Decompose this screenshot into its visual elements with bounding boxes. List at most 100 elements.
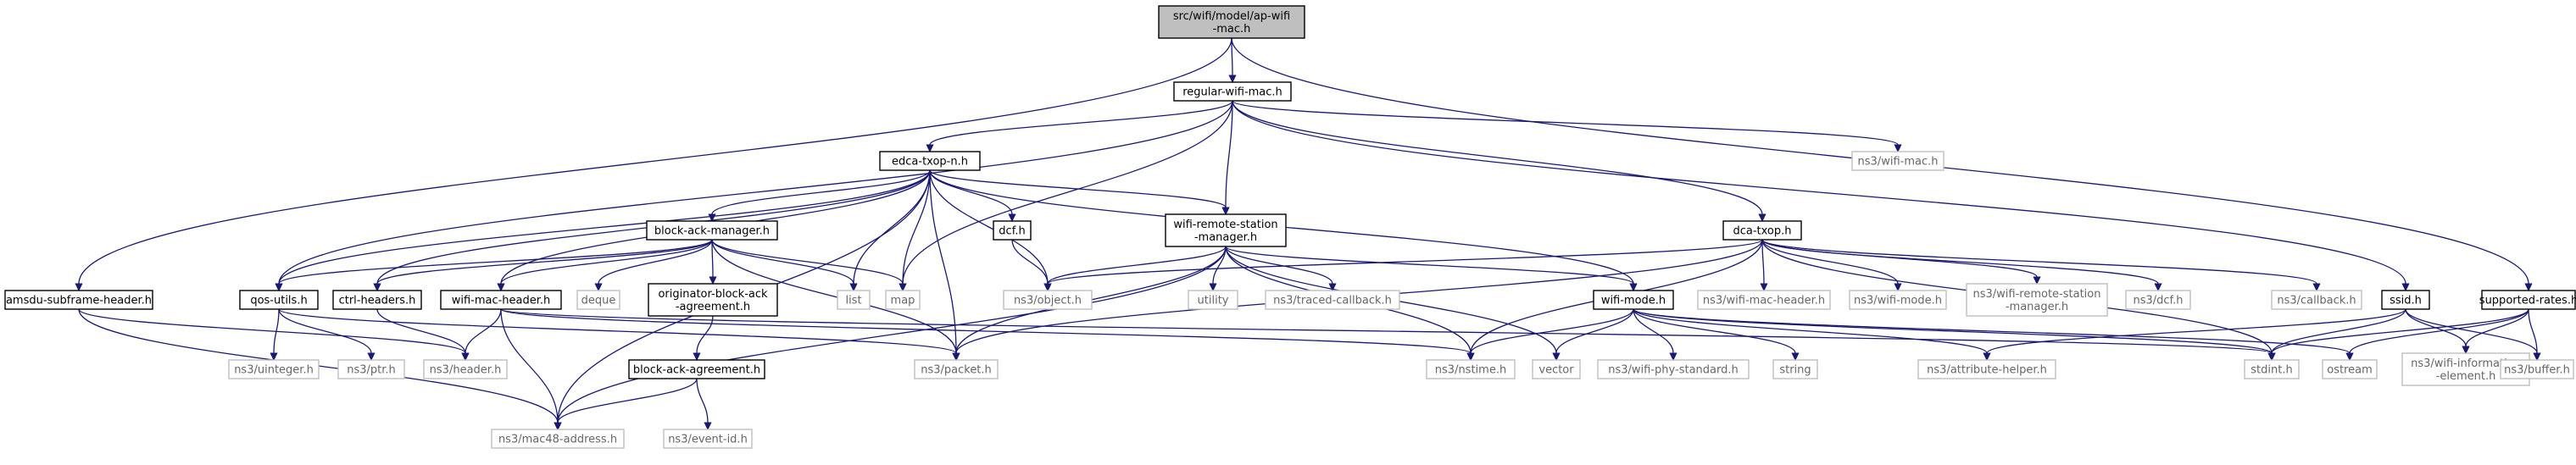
node-label: ns3/attribute-helper.h	[1927, 364, 2047, 377]
node-label: wifi-remote-station	[1173, 219, 1277, 231]
node-utility: utility	[1188, 290, 1238, 310]
node-box	[337, 359, 405, 379]
node-wrsm[interactable]: wifi-remote-station-manager.h	[1165, 213, 1287, 247]
node-amsdu[interactable]: amsdu-subframe-header.h	[4, 290, 153, 310]
node-label: edca-txop-n.h	[892, 156, 968, 169]
node-box	[648, 283, 778, 317]
edge-ssid-to-buffer	[2405, 308, 2541, 362]
node-supported[interactable]: supported-rates.h	[2479, 290, 2576, 310]
node-label: ns3/ptr.h	[347, 364, 396, 377]
node-label: -manager.h	[2006, 301, 2068, 313]
node-box	[423, 359, 508, 379]
edge-supported-to-infoel	[2462, 308, 2529, 355]
edge-bam-to-wmh	[497, 239, 713, 292]
node-packet: ns3/packet.h	[914, 359, 999, 379]
node-ns3wifimac: ns3/wifi-mac.h	[1851, 151, 1945, 171]
node-label: string	[1779, 364, 1811, 377]
edge-bam-to-qos	[275, 239, 713, 292]
node-label: dca-txop.h	[1733, 225, 1791, 238]
node-dcf[interactable]: dcf.h	[993, 220, 1032, 241]
node-baa[interactable]: block-ack-agreement.h	[628, 359, 765, 379]
edge-regular-to-map	[899, 100, 1233, 292]
node-traced: ns3/traced-callback.h	[1265, 290, 1400, 310]
node-ns3wrsm: ns3/wifi-remote-station-manager.h	[1966, 283, 2108, 317]
node-label: map	[891, 295, 915, 307]
edge-supported-to-ostream	[2345, 308, 2529, 362]
node-box	[2481, 290, 2576, 310]
node-label: -agreement.h	[676, 301, 750, 313]
node-label: ns3/wifi-information	[2411, 357, 2521, 370]
node-box	[1165, 213, 1287, 247]
node-label: ns3/object.h	[1014, 295, 1082, 307]
node-bam[interactable]: block-ack-manager.h	[646, 220, 778, 241]
edge-wrsm-to-wmode	[1225, 246, 1638, 292]
node-wmode[interactable]: wifi-mode.h	[1593, 290, 1674, 310]
node-label: dcf.h	[999, 225, 1025, 238]
node-regular[interactable]: regular-wifi-mac.h	[1173, 81, 1292, 102]
edge-wrsm-to-object	[1043, 246, 1227, 292]
node-label: wifi-mode.h	[1601, 295, 1666, 307]
node-string: string	[1772, 359, 1818, 379]
node-eventid: ns3/event-id.h	[663, 429, 753, 449]
edge-baa-to-eventid	[696, 378, 712, 431]
node-label: regular-wifi-mac.h	[1182, 86, 1282, 99]
node-oba[interactable]: originator-block-ack-agreement.h	[648, 283, 778, 317]
node-edca[interactable]: edca-txop-n.h	[879, 151, 981, 171]
node-ptr: ns3/ptr.h	[337, 359, 405, 379]
edge-wmode-to-string	[1633, 308, 1800, 362]
node-buffer: ns3/buffer.h	[2500, 359, 2574, 379]
node-vector: vector	[1532, 359, 1581, 379]
node-label: ns3/nstime.h	[1435, 364, 1506, 377]
node-ctrl[interactable]: ctrl-headers.h	[332, 290, 422, 310]
node-stdint: stdint.h	[2244, 359, 2300, 379]
edge-wmode-to-stdint	[1633, 308, 2276, 362]
node-box	[1697, 290, 1831, 310]
node-label: ns3/wifi-remote-station	[1973, 288, 2101, 301]
node-deque: deque	[576, 290, 620, 310]
node-box	[4, 290, 153, 310]
edge-regular-to-qos	[275, 100, 1233, 292]
edge-dca-to-ns3wrsm	[1761, 239, 2041, 285]
node-ns3dcf: ns3/dcf.h	[2125, 290, 2191, 310]
edge-regular-to-ssid	[1232, 100, 2410, 292]
edge-regular-to-edca	[926, 100, 1233, 153]
node-label: ns3/wifi-mac.h	[1858, 156, 1939, 169]
node-label: stdint.h	[2251, 364, 2292, 377]
node-box	[914, 359, 999, 379]
node-box	[1597, 359, 1750, 379]
node-ssid[interactable]: ssid.h	[2381, 290, 2430, 310]
edge-dca-to-ns3dcf	[1761, 239, 2162, 292]
node-box	[228, 359, 320, 379]
node-box	[1593, 290, 1674, 310]
node-box	[1003, 290, 1093, 310]
node-list: list	[837, 290, 871, 310]
node-box	[1265, 290, 1400, 310]
node-box	[1426, 359, 1516, 379]
node-label: -manager.h	[1194, 231, 1257, 244]
node-root[interactable]: src/wifi/model/ap-wifi-mac.h	[1158, 5, 1305, 39]
edge-ctrl-to-header	[376, 308, 470, 362]
edge-bam-to-deque	[594, 239, 713, 292]
edge-wmode-to-attr	[1633, 308, 1991, 362]
node-ostream: ostream	[2322, 359, 2378, 379]
node-nstime: ns3/nstime.h	[1426, 359, 1516, 379]
node-box	[1849, 290, 1947, 310]
edge-regular-to-ns3wifimac	[1232, 100, 1902, 153]
node-box	[239, 290, 319, 310]
node-label: utility	[1198, 295, 1229, 307]
node-label: list	[845, 295, 861, 307]
edge-root-to-amsdu	[75, 37, 1232, 292]
node-qos[interactable]: qos-utils.h	[239, 290, 319, 310]
edge-bam-to-map	[711, 239, 907, 292]
node-label: vector	[1538, 364, 1574, 377]
edge-qos-to-ptr	[278, 308, 376, 362]
edge-supported-to-stdint	[2267, 308, 2529, 362]
node-header: ns3/header.h	[423, 359, 508, 379]
node-box	[1532, 359, 1581, 379]
node-label: block-ack-agreement.h	[633, 364, 760, 377]
edge-dca-to-ns3wmode	[1761, 239, 1902, 292]
node-wmh[interactable]: wifi-mac-header.h	[440, 290, 562, 310]
node-dca[interactable]: dca-txop.h	[1722, 220, 1802, 241]
node-label: ns3/header.h	[430, 364, 502, 377]
